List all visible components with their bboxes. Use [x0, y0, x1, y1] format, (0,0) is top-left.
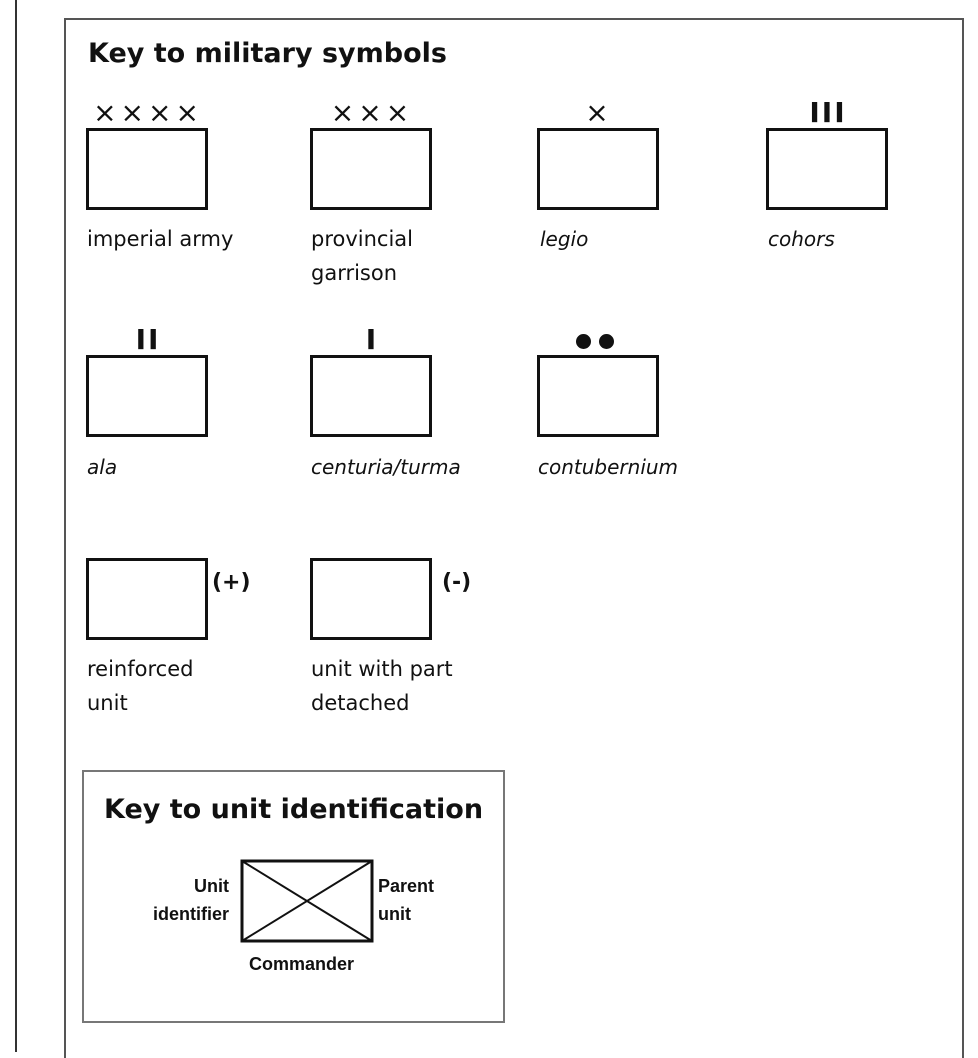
reinforced-sign: (+) [212, 570, 251, 595]
reinforced-unit-symbol [86, 558, 208, 640]
contubernium-symbol [537, 355, 659, 437]
detached-unit-symbol [310, 558, 432, 640]
imperial-army-symbol [86, 128, 208, 210]
unit-identifier-label-line1: Unit [194, 876, 229, 896]
company-mark: I [365, 323, 379, 356]
provincial-garrison-symbol [310, 128, 432, 210]
commander-label: Commander [249, 954, 355, 974]
centuria-turma-label: centuria/turma [311, 455, 461, 479]
parent-unit-label-line2: unit [378, 904, 411, 924]
reinforced-label-line2: unit [87, 691, 128, 715]
battalion-mark: II [135, 323, 161, 356]
ala-label: ala [87, 455, 118, 479]
army-mark: ××× [330, 96, 414, 129]
symbols-key-panel [64, 18, 964, 1058]
squad-mark [576, 334, 614, 349]
legio-label: legio [540, 227, 589, 251]
detached-label-line1: unit with part [311, 657, 453, 681]
unit-identification-panel [82, 770, 505, 1023]
infantry-cross-line [241, 860, 373, 942]
unit-identification-symbol [240, 859, 374, 943]
detached-label-line2: detached [311, 691, 410, 715]
cohors-symbol [766, 128, 888, 210]
legio-symbol [537, 128, 659, 210]
cohors-label: cohors [768, 227, 835, 251]
detached-sign: (-) [442, 570, 472, 595]
parent-unit-label-line1: Parent [378, 876, 435, 896]
unit-identifier-label-line2: identifier [152, 904, 229, 924]
squad-dot [599, 334, 614, 349]
unit-identification-title: Key to unit identification [104, 794, 484, 825]
centuria-turma-symbol [310, 355, 432, 437]
regiment-mark: III [809, 96, 847, 129]
contubernium-label: contubernium [538, 455, 679, 479]
ala-symbol [86, 355, 208, 437]
reinforced-label-line1: reinforced [87, 657, 194, 681]
squad-dot [576, 334, 591, 349]
provincial-garrison-label-line1: provincial [311, 227, 414, 251]
page-left-rule [15, 0, 17, 1052]
key-title: Key to military symbols [88, 38, 447, 69]
brigade-mark: × [585, 96, 613, 129]
provincial-garrison-label-line2: garrison [311, 261, 398, 285]
army-group-mark: ×××× [93, 96, 203, 129]
imperial-army-label: imperial army [87, 227, 234, 251]
